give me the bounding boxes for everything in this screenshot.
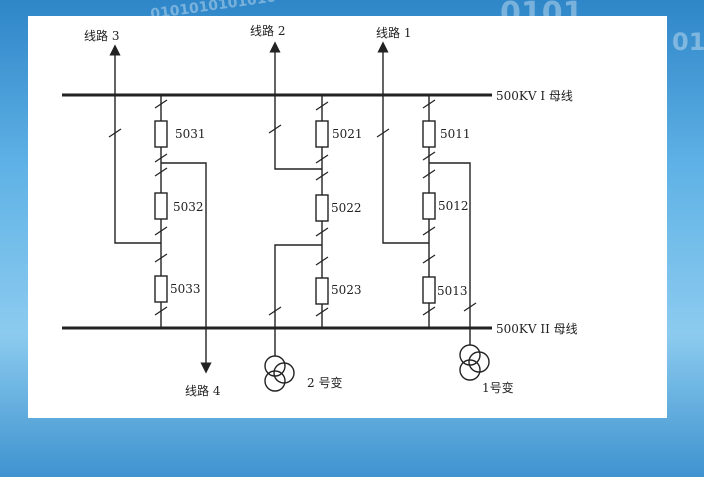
- breaker-5012-label: 5012: [438, 199, 469, 213]
- breaker-5022-label: 5022: [331, 201, 362, 215]
- line-4-label: 线路 4: [185, 383, 221, 398]
- breaker-5022: [315, 194, 329, 222]
- disconnector-switches: [108, 99, 477, 317]
- breaker-5011: [422, 120, 436, 148]
- breaker-5021: [315, 120, 329, 148]
- breaker-5021-label: 5021: [332, 127, 363, 141]
- breaker-5013: [422, 276, 436, 304]
- breaker-5023-label: 5023: [331, 283, 362, 297]
- line-3-feeder: [109, 44, 161, 244]
- breaker-5033-label: 5033: [170, 282, 201, 296]
- breaker-5031: [154, 120, 168, 148]
- line-3-label: 线路 3: [84, 28, 119, 43]
- diagram-panel: [28, 16, 667, 418]
- breaker-5033: [154, 275, 168, 303]
- breaker-5012: [422, 192, 436, 220]
- transformer-2-feeder: [274, 244, 322, 356]
- line-1-feeder: [377, 41, 429, 244]
- background-digits: 010: [672, 28, 704, 56]
- line-4-feeder: [161, 162, 212, 374]
- transformer-2-symbol: [264, 355, 295, 392]
- transformer-1-feeder: [429, 162, 471, 345]
- breaker-5023: [315, 277, 329, 305]
- line-2-label: 线路 2: [250, 23, 285, 38]
- line-1-label: 线路 1: [376, 25, 411, 40]
- breaker-5032: [154, 192, 168, 220]
- breaker-5011-label: 5011: [440, 127, 471, 141]
- transformer-1-symbol: [459, 344, 490, 381]
- transformer-2-label: 2 号变: [307, 375, 342, 390]
- transformer-1-label: 1号变: [482, 380, 514, 395]
- breaker-5013-label: 5013: [437, 284, 468, 298]
- bus-2-label: 500KV II 母线: [496, 322, 578, 336]
- breaker-5032-label: 5032: [173, 200, 204, 214]
- line-2-feeder: [269, 41, 322, 170]
- breaker-5031-label: 5031: [175, 127, 206, 141]
- bus-1-label: 500KV I 母线: [496, 89, 573, 103]
